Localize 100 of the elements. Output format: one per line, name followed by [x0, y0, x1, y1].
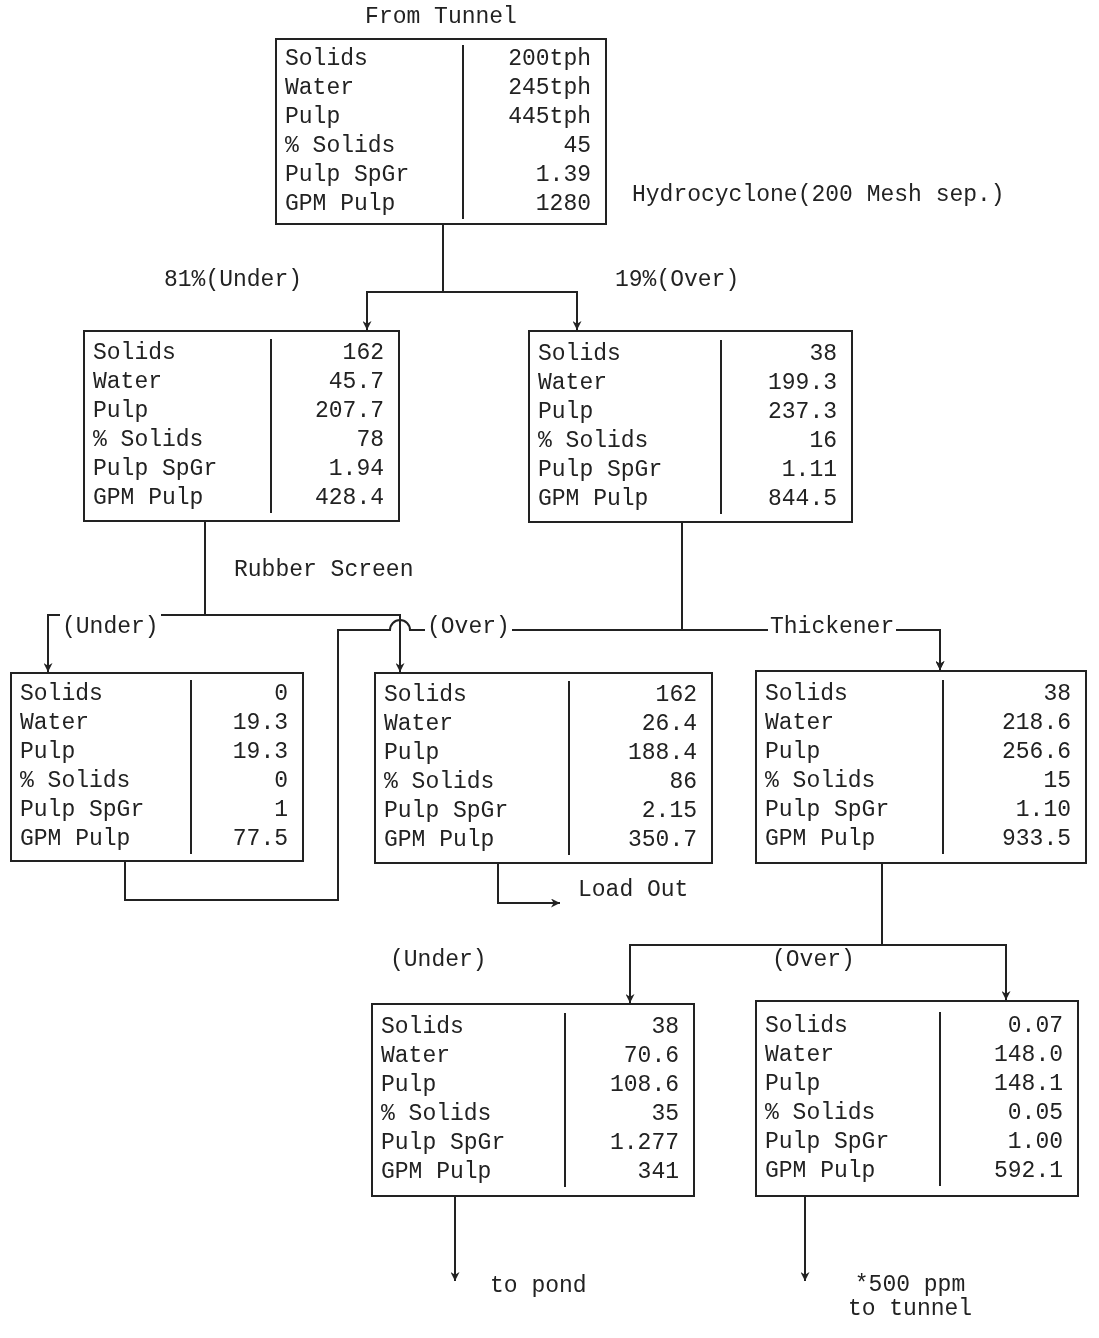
property-cell-text: GPM Pulp	[284, 189, 397, 219]
value-cell: 15	[942, 767, 1085, 796]
value-cell: 19.3	[190, 709, 302, 738]
property-cell-text: Water	[19, 709, 90, 738]
property-cell-text: % Solids	[764, 1098, 877, 1128]
property-cell-text: Pulp	[764, 738, 822, 767]
property-cell-text: Pulp	[92, 397, 150, 426]
property-cell-text: Pulp	[380, 1071, 438, 1100]
property-cell-text: % Solids	[764, 767, 877, 796]
table-heading: From Tunnel	[365, 4, 517, 30]
property-cell-text: Pulp	[537, 397, 595, 427]
property-cell-text: GPM Pulp	[764, 825, 877, 854]
value-cell: 592.1	[939, 1156, 1077, 1186]
property-cell-text: Solids	[284, 44, 369, 74]
value-cell: 162	[568, 681, 711, 710]
value-cell: 2.15	[568, 797, 711, 826]
property-cell-text: GPM Pulp	[380, 1158, 493, 1187]
property-cell-text: Pulp SpGr	[764, 1127, 891, 1157]
destination-label: *500 ppm to tunnel	[805, 1273, 985, 1321]
value-cell: 38	[942, 680, 1085, 709]
flow-arrow	[497, 863, 561, 908]
property-cell-text: % Solids	[380, 1100, 493, 1129]
property-cell-text: Pulp SpGr	[537, 455, 664, 485]
property-cell-text: Water	[284, 73, 355, 103]
value-cell: 1280	[462, 189, 605, 219]
value-cell: 0.07	[939, 1011, 1077, 1041]
property-cell-text: Solids	[19, 680, 104, 709]
property-cell-text: Water	[380, 1042, 451, 1071]
value-cell: 1.39	[462, 160, 605, 190]
value-cell: 200tph	[462, 44, 605, 74]
property-cell-text: Pulp SpGr	[284, 160, 411, 190]
destination-label: Load Out	[560, 877, 689, 903]
value-cell: 1	[190, 796, 302, 825]
value-cell: 77.5	[190, 825, 302, 854]
value-cell: 0.05	[939, 1098, 1077, 1128]
value-cell: 38	[720, 339, 851, 369]
value-cell: 86	[568, 768, 711, 797]
property-cell-text: Solids	[537, 339, 622, 369]
property-cell-text: GPM Pulp	[383, 826, 496, 855]
flow-arrow	[800, 1196, 810, 1282]
property-cell-text: Pulp SpGr	[764, 796, 891, 825]
value-cell: 237.3	[720, 397, 851, 427]
data-table-box	[755, 670, 1087, 864]
property-cell-text: Pulp SpGr	[19, 796, 146, 825]
value-cell: 1.94	[270, 455, 398, 484]
property-cell-text: Solids	[92, 339, 177, 368]
property-cell-text: GPM Pulp	[537, 484, 650, 514]
data-table-box	[528, 330, 853, 523]
value-cell: 1.11	[720, 455, 851, 485]
value-cell: 341	[564, 1158, 693, 1187]
value-cell: 844.5	[720, 484, 851, 514]
property-cell-text: Solids	[383, 681, 468, 710]
property-cell-text: Water	[764, 1040, 835, 1070]
property-cell-text: Solids	[764, 680, 849, 709]
property-cell-text: GPM Pulp	[19, 825, 132, 854]
value-cell: 0	[190, 767, 302, 796]
value-cell: 148.0	[939, 1040, 1077, 1070]
property-cell-text: Pulp	[284, 102, 342, 132]
value-cell: 445tph	[462, 102, 605, 132]
value-cell: 218.6	[942, 709, 1085, 738]
value-cell: 350.7	[568, 826, 711, 855]
flow-arrow	[442, 224, 582, 331]
property-cell-text: GPM Pulp	[764, 1156, 877, 1186]
property-cell-text: Water	[92, 368, 163, 397]
flow-arrow	[450, 1196, 460, 1282]
value-cell: 1.277	[564, 1129, 693, 1158]
value-cell: 162	[270, 339, 398, 368]
value-cell: 256.6	[942, 738, 1085, 767]
property-cell-text: Water	[383, 710, 454, 739]
value-cell: 108.6	[564, 1071, 693, 1100]
value-cell: 78	[270, 426, 398, 455]
value-cell: 933.5	[942, 825, 1085, 854]
property-cell-text: GPM Pulp	[92, 484, 205, 513]
property-cell-text: % Solids	[92, 426, 205, 455]
value-cell: 38	[564, 1013, 693, 1042]
property-cell-text: Solids	[764, 1011, 849, 1041]
property-cell-text: % Solids	[383, 768, 496, 797]
split-label: (Under)	[60, 614, 161, 640]
data-table-box	[83, 330, 400, 522]
property-cell-text: Pulp SpGr	[383, 797, 510, 826]
value-cell: 26.4	[568, 710, 711, 739]
value-cell: 16	[720, 426, 851, 456]
value-cell: 207.7	[270, 397, 398, 426]
data-table-box	[374, 672, 713, 864]
data-table-box	[755, 1000, 1079, 1197]
data-table-box	[10, 672, 304, 862]
value-cell: 45.7	[270, 368, 398, 397]
value-cell: 0	[190, 680, 302, 709]
value-cell: 428.4	[270, 484, 398, 513]
value-cell: 1.00	[939, 1127, 1077, 1157]
property-cell-text: Pulp	[383, 739, 441, 768]
property-cell-text: Pulp SpGr	[380, 1129, 507, 1158]
value-cell: 35	[564, 1100, 693, 1129]
property-cell-text: Solids	[380, 1013, 465, 1042]
destination-label: to pond	[455, 1273, 587, 1299]
property-cell-text: % Solids	[19, 767, 132, 796]
property-cell-text: Pulp	[19, 738, 77, 767]
flow-arrow	[204, 521, 405, 673]
value-cell: 188.4	[568, 739, 711, 768]
value-cell: 70.6	[564, 1042, 693, 1071]
